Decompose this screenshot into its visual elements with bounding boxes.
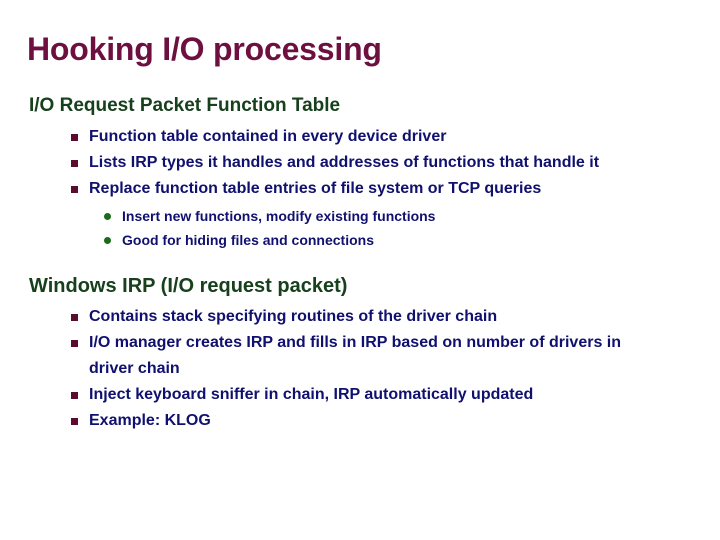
- list-item: Function table contained in every device…: [0, 124, 720, 150]
- bullet-list-level2: Insert new functions, modify existing fu…: [0, 204, 720, 252]
- list-item: Inject keyboard sniffer in chain, IRP au…: [0, 382, 720, 408]
- bullet-text: Replace function table entries of file s…: [89, 180, 542, 197]
- square-bullet-icon: [71, 392, 78, 399]
- list-item: Contains stack specifying routines of th…: [0, 304, 720, 330]
- bullet-text: Lists IRP types it handles and addresses…: [89, 154, 600, 171]
- square-bullet-icon: [71, 160, 78, 167]
- bullet-list-level1: Contains stack specifying routines of th…: [0, 304, 720, 434]
- section-windows-irp: Windows IRP (I/O request packet) Contain…: [0, 274, 720, 434]
- list-item: Lists IRP types it handles and addresses…: [0, 150, 720, 176]
- square-bullet-icon: [71, 314, 78, 321]
- round-bullet-icon: [104, 237, 111, 244]
- subbullet-text: Insert new functions, modify existing fu…: [122, 208, 436, 224]
- bullet-list-level1: Function table contained in every device…: [0, 124, 720, 202]
- slide-body: I/O Request Packet Function Table Functi…: [0, 94, 720, 434]
- list-item: I/O manager creates IRP and fills in IRP…: [0, 330, 720, 382]
- list-item: Replace function table entries of file s…: [0, 176, 720, 202]
- round-bullet-icon: [104, 213, 111, 220]
- bullet-text: Contains stack specifying routines of th…: [89, 308, 498, 325]
- square-bullet-icon: [71, 186, 78, 193]
- bullet-text: Inject keyboard sniffer in chain, IRP au…: [89, 386, 534, 403]
- list-item: Example: KLOG: [0, 408, 720, 434]
- list-item: Good for hiding files and connections: [0, 228, 720, 252]
- square-bullet-icon: [71, 340, 78, 347]
- bullet-text: Function table contained in every device…: [89, 128, 447, 145]
- square-bullet-icon: [71, 134, 78, 141]
- list-item: Insert new functions, modify existing fu…: [0, 204, 720, 228]
- bullet-text: Example: KLOG: [89, 412, 211, 429]
- bullet-text: I/O manager creates IRP and fills in IRP…: [89, 334, 622, 377]
- section-heading: I/O Request Packet Function Table: [29, 95, 341, 116]
- section-heading: Windows IRP (I/O request packet): [29, 275, 348, 297]
- square-bullet-icon: [71, 418, 78, 425]
- page-title: Hooking I/O processing: [27, 31, 382, 67]
- subbullet-text: Good for hiding files and connections: [122, 232, 374, 248]
- section-io-request-packet-function-table: I/O Request Packet Function Table Functi…: [0, 94, 720, 252]
